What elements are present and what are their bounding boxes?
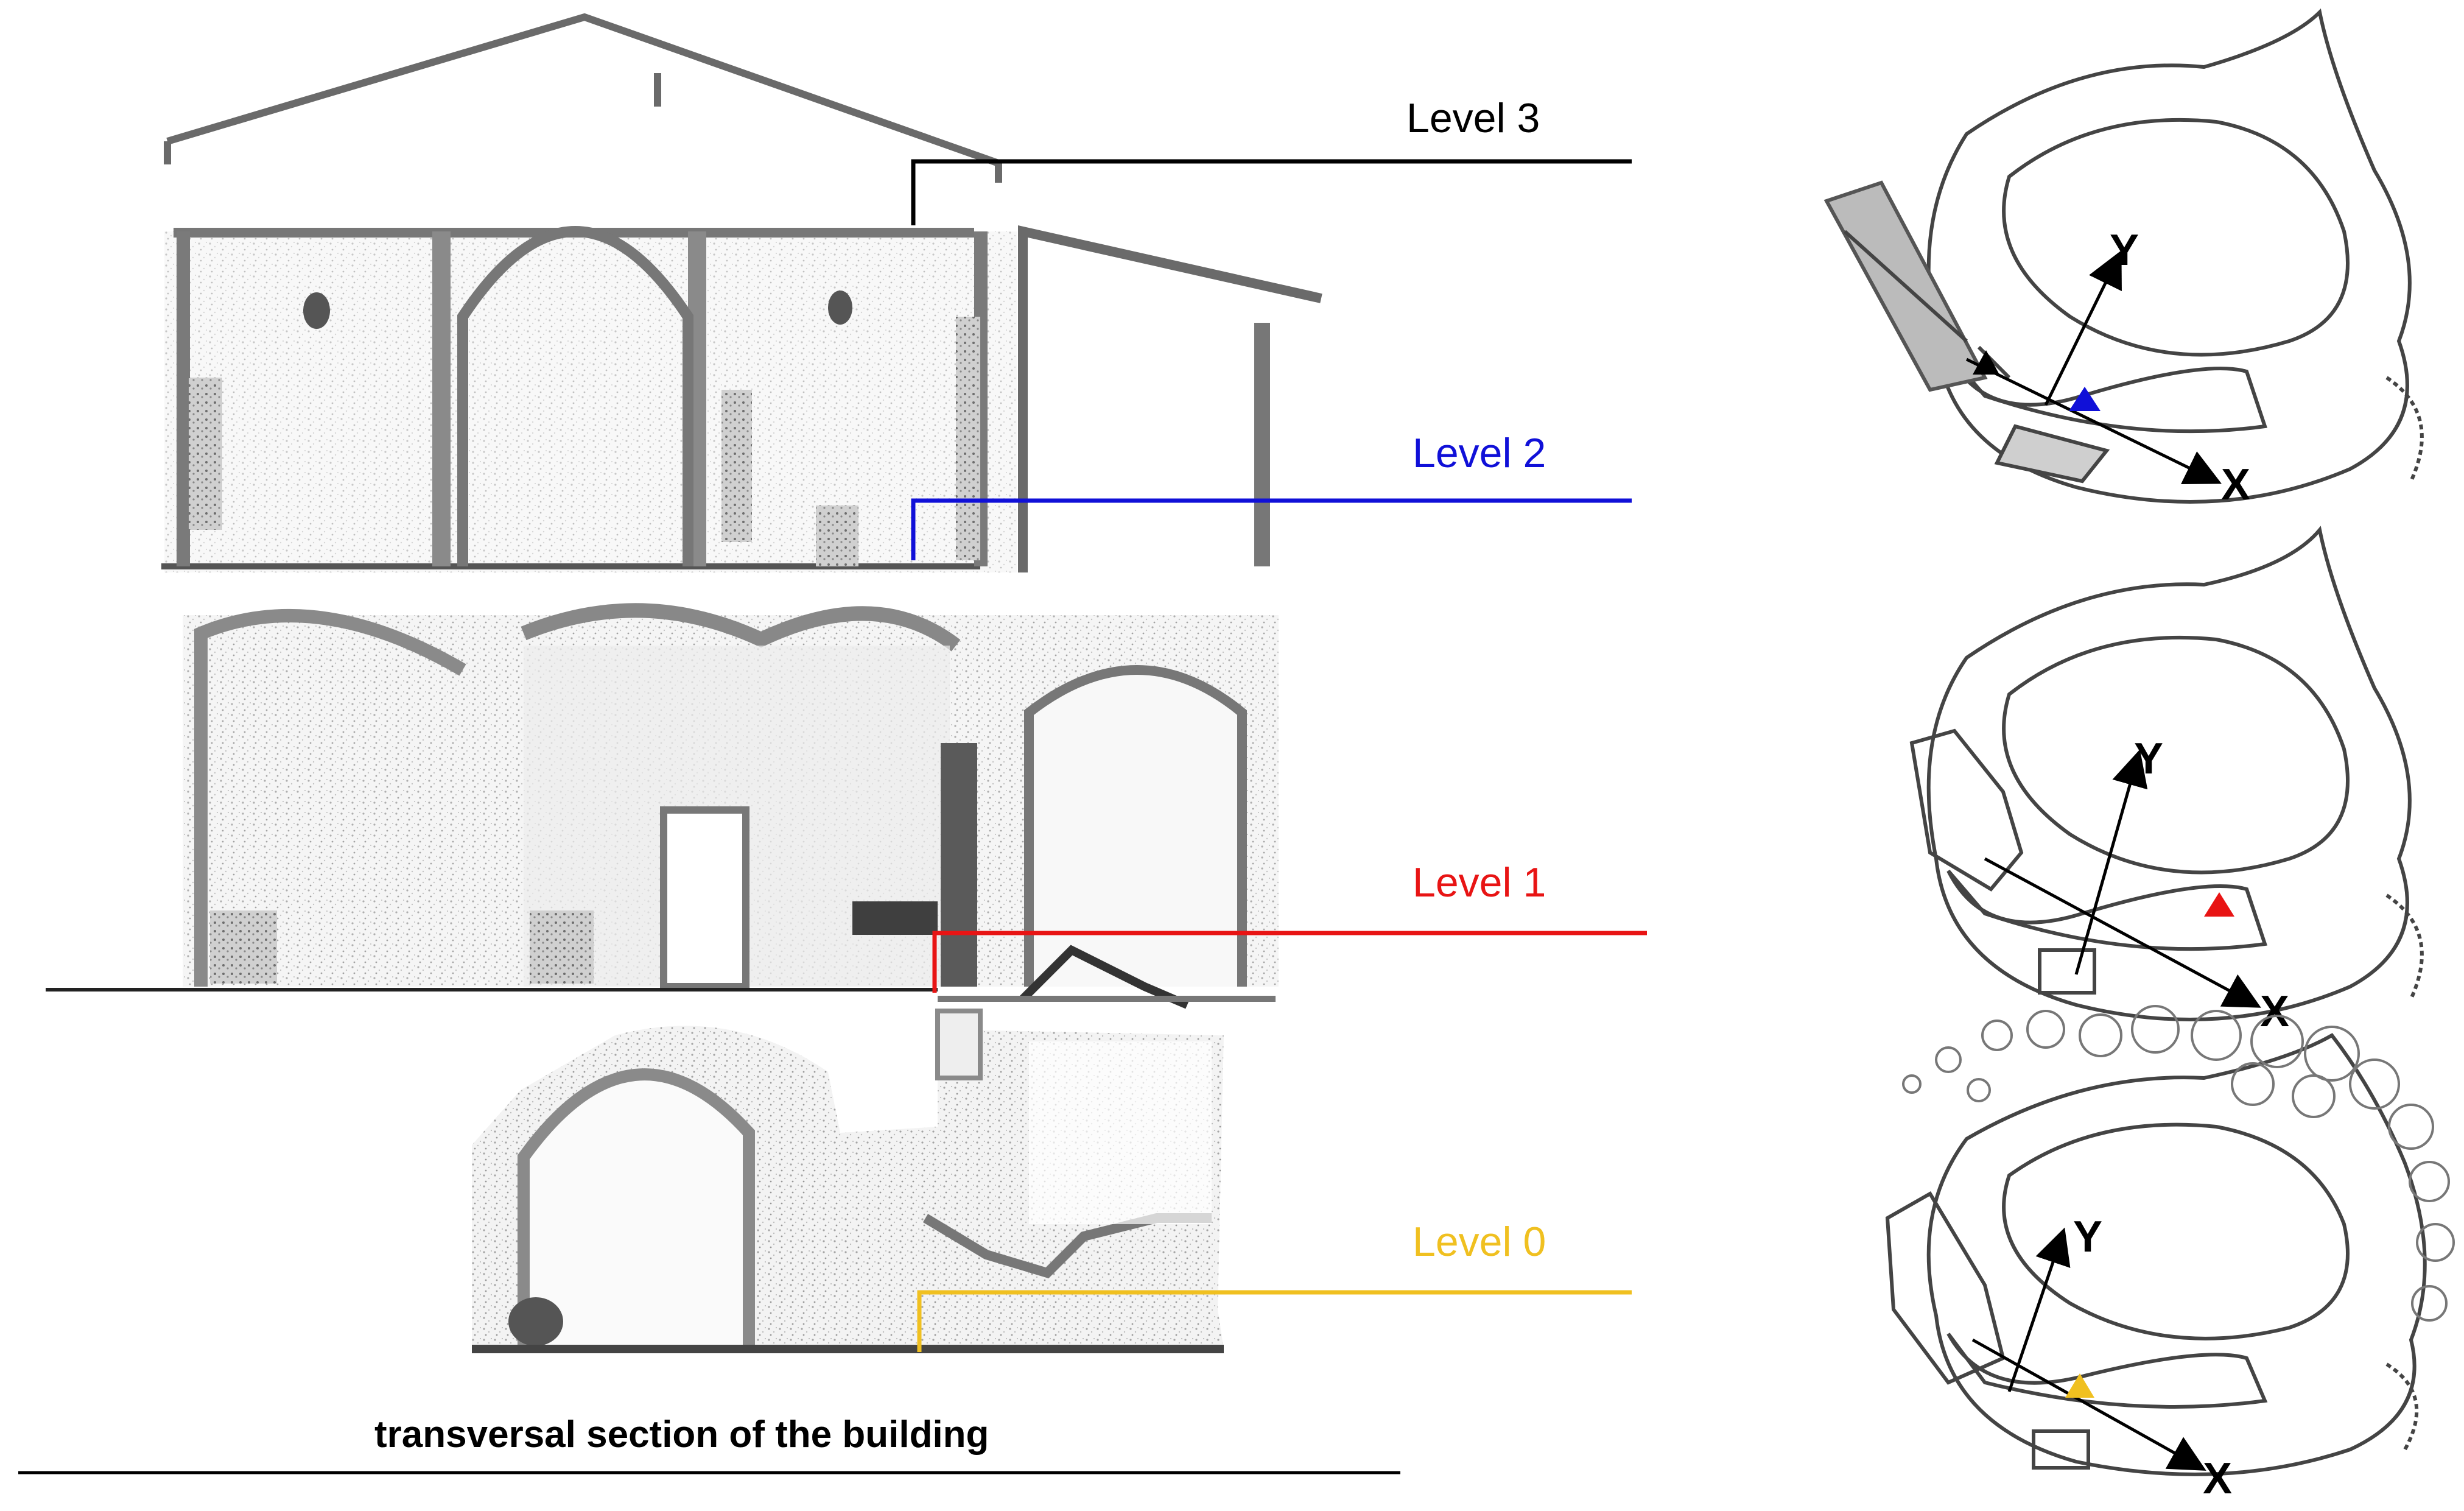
level-3-label: Level 3 [1406, 95, 1540, 141]
axis-y-label: Y [2073, 1213, 2102, 1261]
axis-y-label: Y [2110, 226, 2139, 275]
roof-gable [164, 13, 1002, 183]
basement [472, 1009, 1224, 1353]
level-0-label: Level 0 [1413, 1219, 1546, 1265]
level-1-label: Level 1 [1413, 859, 1546, 906]
plan-lower-axes: Y X [2073, 1213, 2232, 1503]
level-2-marker [2069, 387, 2101, 411]
building-section [46, 13, 1322, 1353]
level-1-line [932, 931, 1647, 993]
level-1-marker [2204, 892, 2234, 917]
middle-floor [46, 603, 1279, 1009]
axis-x-label: X [2260, 987, 2289, 1036]
level-lines [911, 159, 1647, 1352]
floor-plan-lower [1885, 1005, 2455, 1476]
level-3-line [911, 159, 1632, 225]
level-0-marker [2065, 1373, 2094, 1398]
axis-y-label: Y [2134, 734, 2163, 783]
level-2-line [911, 498, 1632, 560]
axis-x-label: X [2221, 460, 2250, 509]
level-2-label: Level 2 [1413, 430, 1546, 476]
axis-x-label: X [2203, 1454, 2232, 1503]
floor-plan-middle [1909, 526, 2424, 1021]
level-0-line [917, 1290, 1632, 1352]
upper-floor [161, 225, 1322, 572]
floor-plan-upper [1823, 8, 2424, 504]
tree-symbols [1902, 1005, 2455, 1322]
level-3-marker [1973, 350, 1999, 375]
plan-middle-axes: Y X [2134, 734, 2289, 1036]
plan-upper-axes: Y X [2110, 226, 2250, 509]
figure-caption: transversal section of the building [374, 1414, 989, 1456]
